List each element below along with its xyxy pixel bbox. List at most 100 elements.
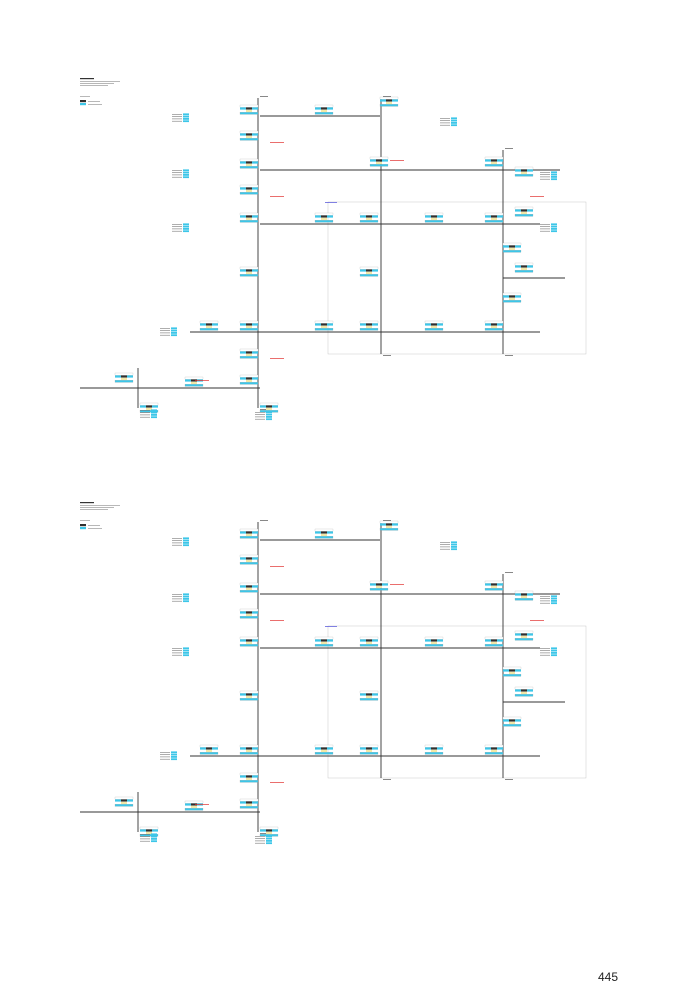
label-value-cell (171, 332, 177, 334)
legend-text-line (88, 525, 100, 526)
bus-label-line (505, 779, 513, 780)
label-text-line (540, 598, 550, 599)
red-annotation-mark (390, 160, 404, 161)
equipment-cell (115, 799, 121, 802)
equipment-cell (239, 744, 259, 748)
equipment-cell (372, 693, 378, 696)
label-text-line (255, 840, 265, 842)
equipment-cell (314, 536, 334, 539)
label-value-cell (183, 228, 189, 230)
label-value-cell (151, 409, 157, 412)
equipment-cell (484, 220, 504, 223)
legend-text-line (88, 104, 102, 105)
equipment-cell (246, 377, 252, 380)
equipment-cell (252, 133, 258, 136)
equipment-cell (252, 585, 258, 588)
equipment-cell (425, 747, 431, 750)
label-text-line (540, 174, 550, 175)
equipment-cell (315, 323, 321, 326)
equipment-cell (509, 719, 515, 722)
equipment-cell (114, 796, 134, 800)
equipment-cell (515, 295, 521, 298)
label-value-cell (551, 654, 557, 657)
equipment-cell (239, 752, 259, 755)
equipment-cell (114, 380, 134, 383)
label-value-cell (151, 838, 157, 840)
equipment-cell (239, 166, 259, 169)
label-text-line (140, 834, 150, 835)
equipment-cell (502, 300, 522, 303)
equipment-cell (140, 405, 146, 408)
equipment-cell (515, 669, 521, 672)
equipment-cell (376, 583, 382, 586)
equipment-cell (239, 212, 259, 216)
label-text-line (540, 600, 550, 602)
label-value-cell (183, 115, 189, 118)
equipment-cell (121, 801, 127, 804)
label-value-cell (183, 223, 189, 226)
equipment-cell (491, 583, 497, 586)
equipment-cell (239, 382, 259, 385)
label-value-cell (551, 223, 557, 226)
label-text-line (540, 178, 550, 180)
label-text-line (255, 418, 265, 420)
equipment-cell (431, 639, 437, 642)
label-value-cell (183, 595, 189, 598)
equipment-cell (246, 639, 252, 642)
equipment-cell (240, 775, 246, 778)
equipment-cell (366, 695, 372, 698)
label-value-cell (171, 751, 177, 754)
equipment-cell (239, 590, 259, 593)
equipment-cell (509, 297, 515, 300)
equipment-cell (246, 325, 252, 328)
equipment-cell (484, 580, 504, 584)
label-value-cell (266, 837, 272, 840)
area-boundary (327, 201, 587, 355)
lower-network-svg (80, 502, 587, 845)
label-text-line (140, 838, 150, 840)
equipment-cell (359, 636, 379, 640)
equipment-cell (484, 744, 504, 748)
equipment-cell (240, 107, 246, 110)
equipment-cell (359, 644, 379, 647)
lower-network-diagram (60, 496, 620, 856)
equipment-cell (246, 533, 252, 536)
label-value-cell (266, 840, 272, 842)
equipment-cell (246, 585, 252, 588)
equipment-cell (514, 262, 534, 266)
label-value-cell (551, 652, 557, 654)
equipment-cell (369, 580, 389, 584)
label-value-cell (266, 413, 272, 416)
label-value-cell (266, 418, 272, 421)
equipment-cell (424, 220, 444, 223)
equipment-cell (379, 520, 399, 524)
equipment-cell (315, 639, 321, 642)
equipment-cell (239, 636, 259, 640)
label-value-cell (183, 598, 189, 600)
bus-label-line (383, 520, 391, 521)
equipment-cell (239, 536, 259, 539)
equipment-cell (386, 101, 392, 104)
label-value-cell (551, 595, 557, 598)
equipment-cell (246, 269, 252, 272)
bus-label-line (260, 833, 268, 834)
equipment-cell (424, 328, 444, 331)
equipment-cell (239, 374, 259, 378)
equipment-cell (315, 107, 321, 110)
equipment-cell (366, 639, 372, 642)
label-text-line (172, 116, 182, 117)
equipment-cell (359, 212, 379, 216)
equipment-cell (252, 747, 258, 750)
title-block-text-line (80, 509, 108, 510)
equipment-cell (240, 747, 246, 750)
equipment-cell (491, 749, 497, 752)
equipment-cell (425, 215, 431, 218)
equipment-cell (514, 270, 534, 273)
red-annotation-mark (270, 358, 284, 359)
label-value-cell (266, 835, 272, 838)
equipment-cell (252, 187, 258, 190)
equipment-cell (246, 775, 252, 778)
equipment-cell (386, 523, 392, 526)
equipment-cell (239, 780, 259, 783)
label-value-cell (183, 169, 189, 172)
